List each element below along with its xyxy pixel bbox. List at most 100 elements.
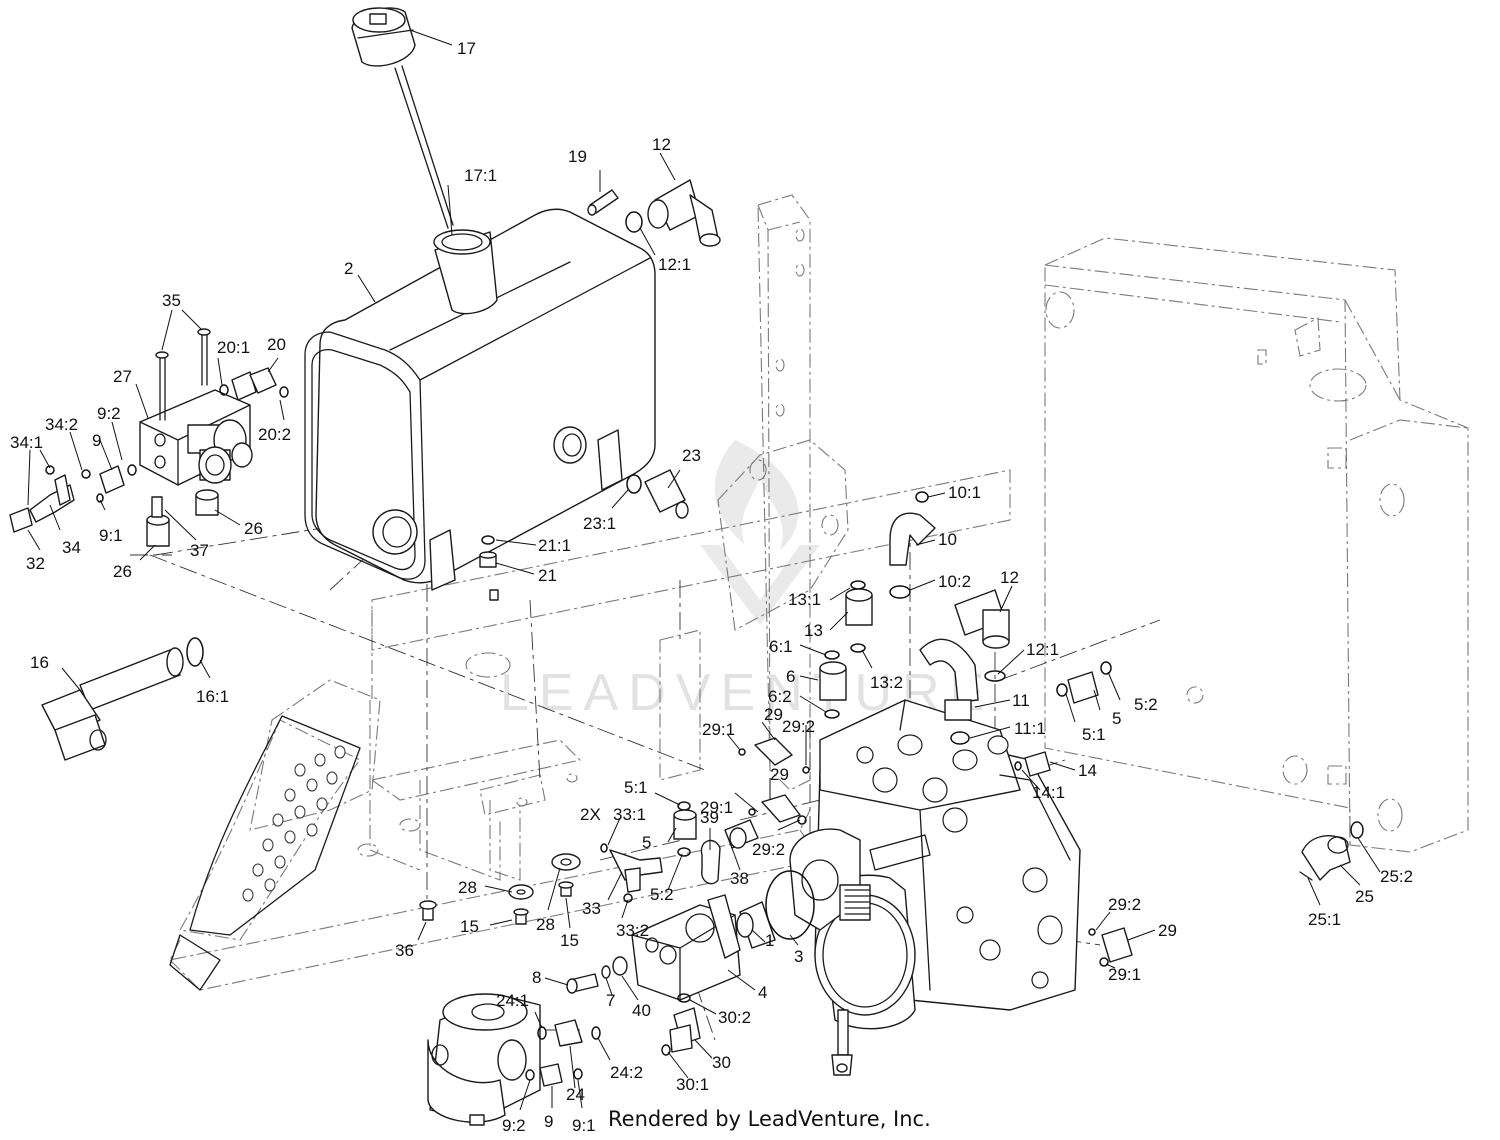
callout-label: 5 [642, 833, 651, 852]
callout-label: 29 [764, 705, 783, 724]
callout-label: 29:2 [752, 840, 785, 859]
callout-label: 12 [1000, 568, 1019, 587]
callout-label: 29:1 [700, 798, 733, 817]
callout-label: 20:2 [258, 425, 291, 444]
callout-label: 29 [1158, 921, 1177, 940]
callout-label: 34 [62, 538, 81, 557]
fitting-5-left [673, 801, 697, 857]
tee-fitting-33 [600, 843, 663, 903]
callout-label: 5 [1112, 709, 1121, 728]
elbow-12-mid [954, 589, 1010, 682]
callout-label: 2X [580, 805, 601, 824]
callout-label: 25:2 [1380, 867, 1413, 886]
callout-label: 9 [92, 431, 101, 450]
callout-label: 21:1 [538, 536, 571, 555]
callout-label: 40 [632, 1001, 651, 1020]
callout-label: 34:2 [45, 415, 78, 434]
elbow-fitting-30 [661, 993, 701, 1056]
callout-label: 30:2 [718, 1008, 751, 1027]
callout-label: 30:1 [676, 1075, 709, 1094]
callout-label: 12 [652, 135, 671, 154]
callout-label: 14:1 [1032, 783, 1065, 802]
callout-label: 36 [395, 941, 414, 960]
deck-plate [169, 715, 361, 991]
coupler-1 [736, 901, 776, 949]
fitting-21 [479, 535, 499, 601]
hydrostatic-pump [789, 699, 1081, 1076]
callout-label: 10 [938, 530, 957, 549]
callout-label: 6:1 [769, 637, 793, 656]
fitting-13 [845, 580, 873, 653]
callout-label: 26 [244, 519, 263, 538]
callout-label: 33:2 [616, 921, 649, 940]
callout-label: 9 [544, 1112, 553, 1131]
callout-label: 28 [458, 878, 477, 897]
callout-label: 7 [606, 991, 615, 1010]
callout-label: 23 [682, 446, 701, 465]
callout-label: 29:2 [1108, 895, 1141, 914]
callout-label: 5:1 [624, 778, 648, 797]
callout-label: 38 [730, 869, 749, 888]
callout-label: 16 [30, 653, 49, 672]
callout-label: 25:1 [1308, 910, 1341, 929]
callout-label: 25 [1355, 887, 1374, 906]
callout-label: 37 [190, 541, 209, 560]
callout-label: 1 [765, 931, 774, 950]
callout-leader-lines [27, 29, 1381, 1111]
callout-label: 6 [786, 667, 795, 686]
callout-labels: 17 17:1 19 12 12:1 2 35 20:1 20 27 20:2 … [10, 39, 1413, 1135]
callout-label: 9:2 [502, 1116, 526, 1135]
callout-label: 20:1 [217, 338, 250, 357]
callout-label: 4 [758, 983, 767, 1002]
callout-label: 17 [457, 39, 476, 58]
callout-label: 19 [568, 147, 587, 166]
o-ring-3 [765, 870, 815, 940]
bolt-8-washer-7-40 [566, 956, 628, 994]
callout-label: 28 [536, 915, 555, 934]
callout-label: 34:1 [10, 433, 43, 452]
fittings-24-9-bottom [525, 1019, 601, 1087]
callout-label: 24:1 [496, 991, 529, 1010]
fitting-23 [626, 469, 689, 519]
callout-label: 15 [560, 931, 579, 950]
callout-label: 33:1 [613, 805, 646, 824]
callout-label: 26 [113, 562, 132, 581]
callout-label: 12:1 [1026, 640, 1059, 659]
callout-label: 9:1 [572, 1116, 596, 1135]
filler-cap-dipstick [351, 7, 454, 229]
callout-label: 3 [794, 947, 803, 966]
callout-label: 13:1 [788, 590, 821, 609]
callout-label: 32 [26, 554, 45, 573]
elbow-29-top [738, 737, 810, 774]
fitting-34-32-9 [9, 464, 137, 533]
callout-label: 16:1 [196, 687, 229, 706]
valve-block-assembly [139, 328, 253, 486]
callout-label: 10:2 [938, 572, 971, 591]
callout-label: 12:1 [658, 255, 691, 274]
callout-label: 14 [1078, 761, 1097, 780]
callout-label: 23:1 [583, 514, 616, 533]
callout-label: 11:1 [1014, 719, 1046, 738]
callout-label: 35 [162, 291, 181, 310]
callout-label: 17:1 [464, 166, 497, 185]
callout-label: 11 [1012, 691, 1030, 710]
fitting-5-right [1056, 661, 1112, 704]
callout-label: 29 [770, 765, 789, 784]
steering-valve [427, 993, 541, 1126]
callout-label: 29:1 [702, 720, 735, 739]
rendered-by-credit: Rendered by LeadVenture, Inc. [606, 1107, 933, 1131]
fitting-20 [219, 367, 289, 401]
callout-label: 8 [532, 968, 541, 987]
elbow-29-bottom [1088, 927, 1133, 967]
callout-label: 21 [538, 566, 557, 585]
washers-bolts-15-28-36 [419, 853, 581, 925]
breather-fitting-19 [587, 189, 619, 216]
callout-label: 13 [804, 621, 823, 640]
callout-label: 5:1 [1082, 725, 1106, 744]
callout-label: 33 [582, 899, 601, 918]
fitting-39-38 [700, 819, 759, 885]
callout-label: 30 [712, 1053, 731, 1072]
callout-label: 5:2 [650, 885, 674, 904]
callout-label: 29:1 [1108, 965, 1141, 984]
